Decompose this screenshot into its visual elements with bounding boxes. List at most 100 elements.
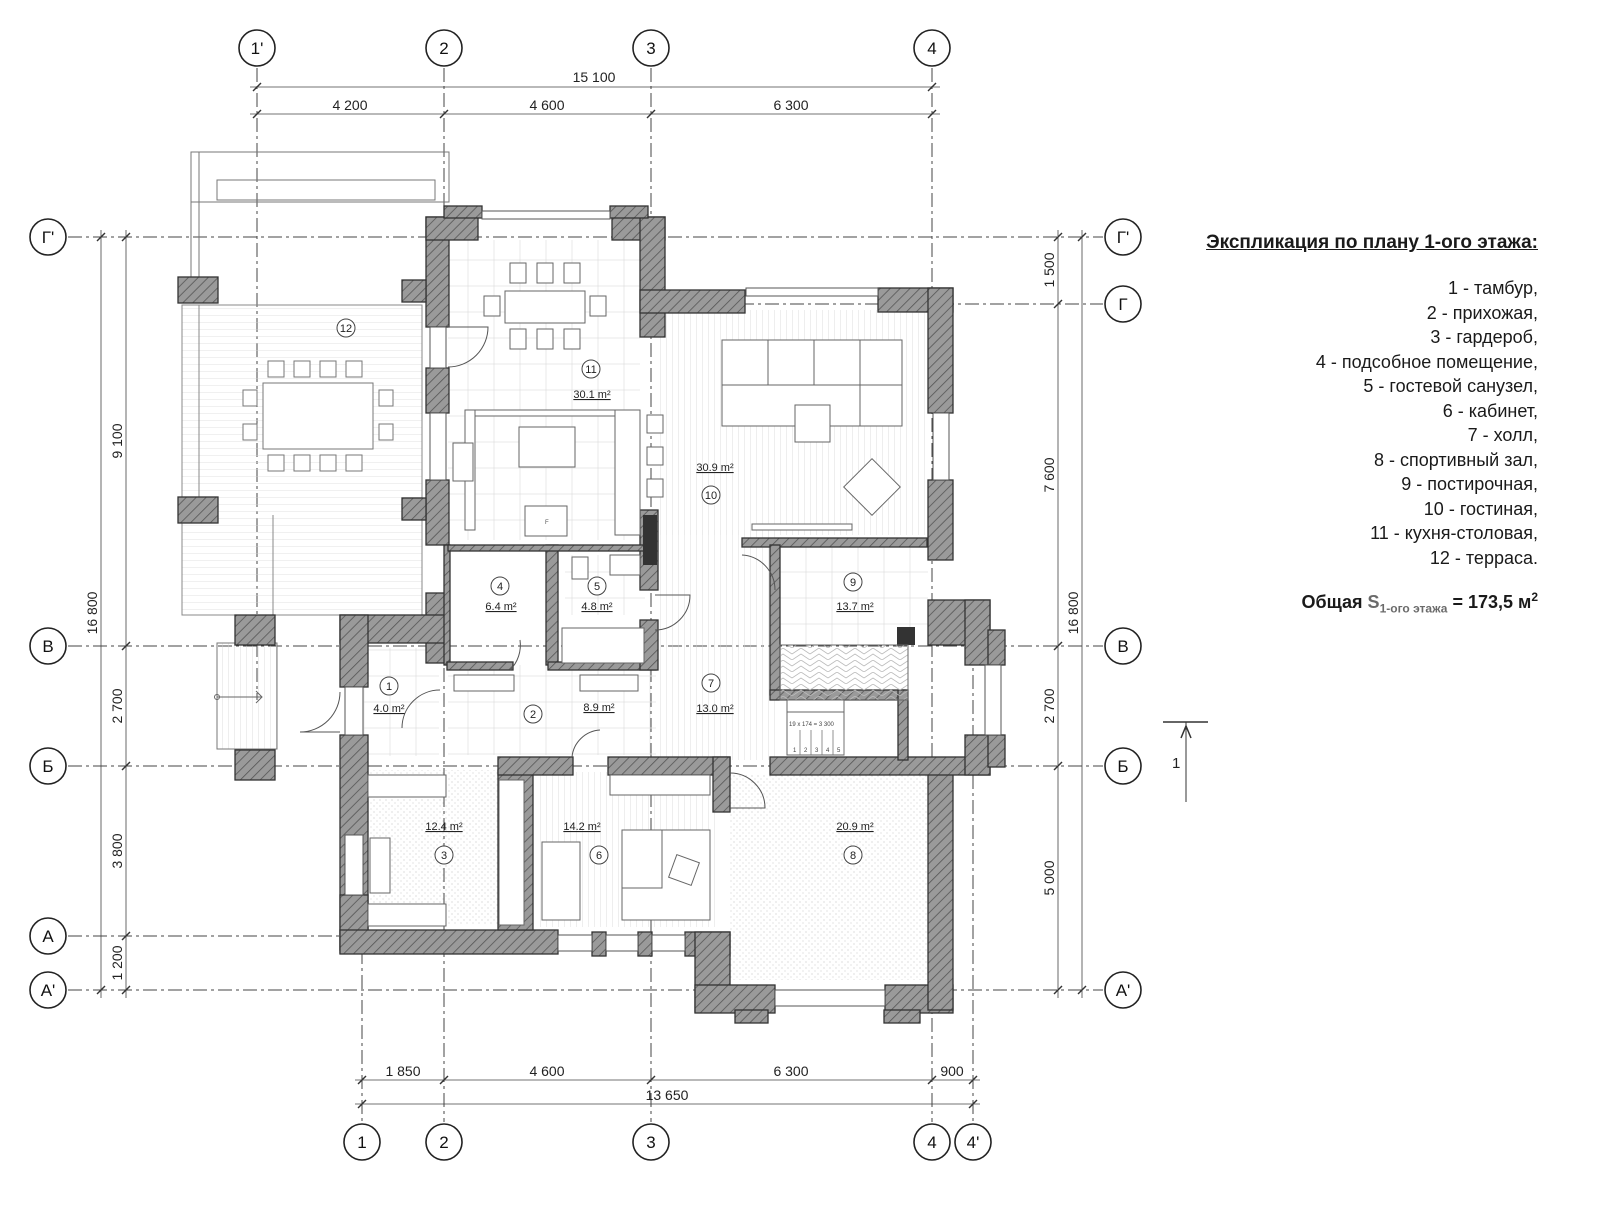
furniture — [367, 262, 909, 927]
chimney — [897, 627, 915, 645]
axis-bubble-top: 4 — [913, 29, 951, 67]
axis-bubble-bottom-label: 2 — [439, 1133, 448, 1152]
room-area: 14.2 m² — [563, 821, 601, 833]
axis-bubble-right: Г — [1104, 285, 1142, 323]
axis-bubble-right: Г' — [1104, 218, 1142, 256]
dim-top-segment: 4 200 — [332, 97, 367, 113]
legend-item: 11 - кухня-столовая, — [1370, 523, 1538, 543]
dim-tick — [121, 931, 131, 941]
dim-left-segment: 2 700 — [109, 688, 125, 723]
axis-bubble-bottom: 3 — [632, 1123, 670, 1161]
dim-tick — [646, 1075, 656, 1085]
room-number: 6 — [596, 850, 602, 862]
axis-bubble-left-label: В — [42, 637, 53, 656]
room-area: 4.0 m² — [373, 703, 405, 715]
dim-left-segment: 9 100 — [109, 423, 125, 458]
axis-bubble-left-label: А' — [41, 981, 56, 1000]
dim-tick — [927, 82, 937, 92]
dim-tick — [96, 985, 106, 995]
room-area: 12.4 m² — [425, 821, 463, 833]
legend-item: 1 - тамбур, — [1448, 278, 1538, 298]
axis-bubble-bottom-label: 4' — [967, 1133, 980, 1152]
axis-bubble-top: 3 — [632, 29, 670, 67]
room-area: 30.9 m² — [696, 462, 734, 474]
axis-bubble-right: В — [1104, 627, 1142, 665]
windows — [344, 210, 1002, 1007]
dim-right-segment: 1 500 — [1041, 252, 1057, 287]
dim-tick — [121, 761, 131, 771]
dim-tick — [121, 232, 131, 242]
room-number: 5 — [594, 581, 600, 593]
axis-bubble-right: А' — [1104, 971, 1142, 1009]
legend-item: 10 - гостиная, — [1423, 498, 1538, 519]
dim-tick — [357, 1099, 367, 1109]
dim-tick — [968, 1075, 978, 1085]
axis-bubble-top-label: 1' — [251, 39, 264, 58]
axis-bubble-top: 1' — [238, 29, 276, 67]
room-number: 12 — [340, 323, 352, 335]
room-number: 3 — [441, 850, 447, 862]
room-number: 4 — [497, 581, 503, 593]
axis-bubble-right-label: Б — [1117, 757, 1128, 776]
dim-right-total: 16 800 — [1065, 591, 1081, 634]
dim-tick — [96, 232, 106, 242]
axis-bubble-left: Г' — [29, 218, 67, 256]
axis-bubble-top: 2 — [425, 29, 463, 67]
stair-step-number: 2 — [804, 748, 808, 754]
dim-tick — [1053, 985, 1063, 995]
terrace-chairs — [242, 360, 394, 472]
legend-item: 2 - прихожая, — [1426, 302, 1538, 323]
room-area: 6.4 m² — [485, 601, 517, 613]
room-area: 8.9 m² — [583, 702, 615, 714]
legend-item: 4 - подсобное помещение, — [1315, 351, 1538, 372]
room-area: 30.1 m² — [573, 389, 611, 401]
room-10: 10 30.9 m² — [696, 462, 734, 505]
dim-right-segment: 2 700 — [1041, 688, 1057, 723]
room-9: 913.7 m² — [836, 572, 874, 613]
total-value: = 173,5 м — [1452, 592, 1532, 612]
terrace — [181, 151, 450, 750]
stove — [643, 515, 657, 565]
dim-left-segment: 3 800 — [109, 833, 125, 868]
room-1: 14.0 m² — [373, 676, 405, 715]
dim-bottom-segment: 900 — [940, 1063, 964, 1079]
room-number: 8 — [850, 850, 856, 862]
dim-bottom-segment: 1 850 — [385, 1063, 420, 1079]
dim-tick — [1077, 985, 1087, 995]
dim-bottom-segment: 6 300 — [773, 1063, 808, 1079]
dim-bottom-segment: 4 600 — [529, 1063, 564, 1079]
total-sup: 2 — [1531, 590, 1538, 604]
legend-item: 5 - гостевой санузел, — [1363, 376, 1538, 396]
total-sub: 1-ого этажа — [1379, 601, 1448, 616]
room-number: 10 — [705, 490, 717, 502]
dim-tick — [1053, 761, 1063, 771]
legend-item: 6 - кабинет, — [1442, 400, 1538, 421]
room-number: 11 — [585, 364, 596, 376]
dim-tick — [357, 1075, 367, 1085]
total-prefix: Общая — [1301, 592, 1363, 612]
axis-bubble-left: А' — [29, 971, 67, 1009]
dim-tick — [121, 641, 131, 651]
room-11: 11 30.1 m² — [573, 359, 611, 401]
axis-bubble-bottom: 4' — [954, 1123, 992, 1161]
room-4: 4 6.4 m² — [485, 576, 517, 613]
room-12: 12 — [336, 318, 356, 338]
legend: Экспликация по плану 1-ого этажа: 1 - та… — [1206, 232, 1538, 616]
dim-left-total: 16 800 — [84, 591, 100, 634]
legend-item: 8 - спортивный зал, — [1374, 449, 1538, 470]
axis-bubble-right-label: А' — [1116, 981, 1131, 1000]
section-mark: 1 — [1163, 721, 1208, 802]
total-s: S — [1367, 592, 1380, 612]
dimension-ticks — [96, 82, 1087, 1109]
dim-top-segment: 6 300 — [773, 97, 808, 113]
dim-top-total: 15 100 — [573, 69, 616, 85]
stair-step-number: 1 — [793, 748, 797, 754]
dim-tick — [1053, 641, 1063, 651]
axis-bubble-left-label: А — [42, 927, 54, 946]
axis-bubble-left: В — [29, 627, 67, 665]
